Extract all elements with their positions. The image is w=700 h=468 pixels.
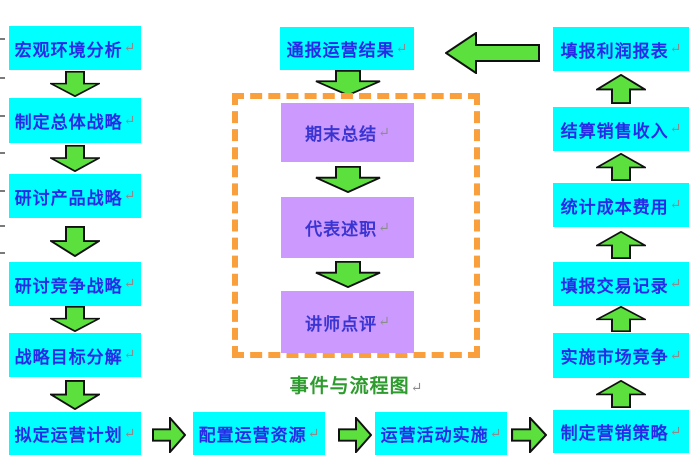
paragraph-mark: ↵: [669, 276, 682, 292]
stage-box-final-summary: 期末总结↵: [281, 103, 414, 162]
paragraph-mark: ↵: [410, 380, 423, 396]
right-box-cost-statistics: 统计成本费用↵: [553, 183, 689, 227]
paragraph-mark: ↵: [669, 347, 682, 364]
box-label: 研讨产品战略: [14, 188, 123, 209]
margin-tick: [0, 252, 5, 254]
paragraph-mark: ↵: [395, 40, 408, 57]
paragraph-mark: ↵: [489, 425, 502, 442]
down-arrow-icon: [315, 166, 381, 193]
box-label: 战略目标分解: [14, 347, 123, 368]
box-label: 填报交易记录: [560, 276, 669, 297]
caption-label: 事件与流程图: [289, 375, 410, 397]
down-arrow-icon: [50, 71, 100, 97]
paragraph-mark: ↵: [669, 197, 682, 213]
right-box-sales-revenue: 结算销售收入↵: [553, 107, 689, 151]
margin-tick: [0, 115, 5, 117]
margin-tick: [0, 152, 5, 154]
down-arrow-icon: [50, 380, 100, 410]
down-arrow-icon: [50, 145, 100, 172]
right-box-profit-report: 填报利润报表↵: [553, 27, 689, 71]
bottom-box-allocate-resources: 配置运营资源↵: [193, 412, 325, 455]
box-label: 讲师点评: [305, 314, 378, 335]
right-arrow-icon: [152, 417, 186, 453]
event-process-dashed-frame: [232, 93, 480, 358]
box-label: 代表述职: [305, 220, 378, 240]
paragraph-mark: ↵: [123, 112, 136, 129]
box-label: 统计成本费用: [560, 197, 669, 218]
up-arrow-icon: [596, 306, 646, 332]
margin-tick: [0, 38, 5, 40]
stage-box-delegate-report: 代表述职↵: [281, 197, 414, 258]
stage-box-lecturer-comments: 讲师点评↵: [281, 291, 414, 353]
left-box-overall-strategy: 制定总体战略↵: [9, 98, 141, 143]
box-label: 实施市场竞争: [560, 348, 669, 368]
up-arrow-icon: [596, 380, 646, 408]
paragraph-mark: ↵: [669, 41, 682, 57]
box-label: 结算销售收入: [560, 121, 669, 142]
paragraph-mark: ↵: [123, 425, 136, 442]
left-box-product-strategy: 研讨产品战略↵: [9, 174, 141, 218]
left-box-operation-plan: 拟定运营计划↵: [9, 412, 141, 455]
paragraph-mark: ↵: [123, 40, 136, 56]
down-arrow-icon: [50, 226, 100, 257]
box-label: 期末总结: [305, 125, 378, 145]
paragraph-mark: ↵: [378, 219, 390, 236]
big-left-arrow-icon: [445, 32, 540, 74]
margin-tick: [0, 190, 5, 192]
diagram-caption: 事件与流程图↵: [232, 371, 480, 398]
box-label: 研讨竞争战略: [14, 276, 123, 297]
left-box-macro-env-analysis: 宏观环境分析↵: [9, 26, 141, 70]
right-box-marketing-strategy: 制定营销策略↵: [553, 410, 689, 453]
center-box-report-results: 通报运营结果↵: [280, 27, 414, 70]
box-label: 拟定运营计划: [14, 426, 123, 446]
box-label: 宏观环境分析: [14, 40, 123, 61]
box-label: 配置运营资源: [198, 426, 307, 446]
box-label: 通报运营结果: [286, 41, 395, 61]
left-box-competition-strategy: 研讨竞争战略↵: [9, 262, 141, 306]
paragraph-mark: ↵: [123, 347, 136, 363]
paragraph-mark: ↵: [669, 423, 682, 440]
paragraph-mark: ↵: [307, 425, 320, 442]
right-box-market-competition: 实施市场竞争↵: [553, 333, 689, 378]
down-arrow-icon: [50, 306, 100, 332]
right-arrow-icon: [511, 417, 547, 453]
down-arrow-icon: [315, 261, 381, 288]
paragraph-mark: ↵: [123, 188, 136, 204]
paragraph-mark: ↵: [378, 314, 390, 330]
margin-tick: [0, 77, 5, 79]
up-arrow-icon: [596, 74, 646, 104]
paragraph-mark: ↵: [378, 124, 390, 141]
right-box-transaction-records: 填报交易记录↵: [553, 262, 689, 306]
bottom-box-operation-execution: 运营活动实施↵: [375, 412, 507, 455]
box-label: 制定营销策略: [560, 424, 669, 444]
up-arrow-icon: [596, 153, 646, 181]
paragraph-mark: ↵: [669, 121, 682, 137]
left-box-goal-decomposition: 战略目标分解↵: [9, 333, 141, 377]
margin-tick: [0, 225, 5, 227]
down-arrow-icon: [315, 70, 381, 96]
box-label: 制定总体战略: [14, 113, 123, 133]
box-label: 运营活动实施: [380, 426, 489, 446]
up-arrow-icon: [596, 231, 646, 259]
paragraph-mark: ↵: [123, 276, 136, 292]
box-label: 填报利润报表: [560, 41, 669, 62]
right-arrow-icon: [338, 417, 372, 453]
